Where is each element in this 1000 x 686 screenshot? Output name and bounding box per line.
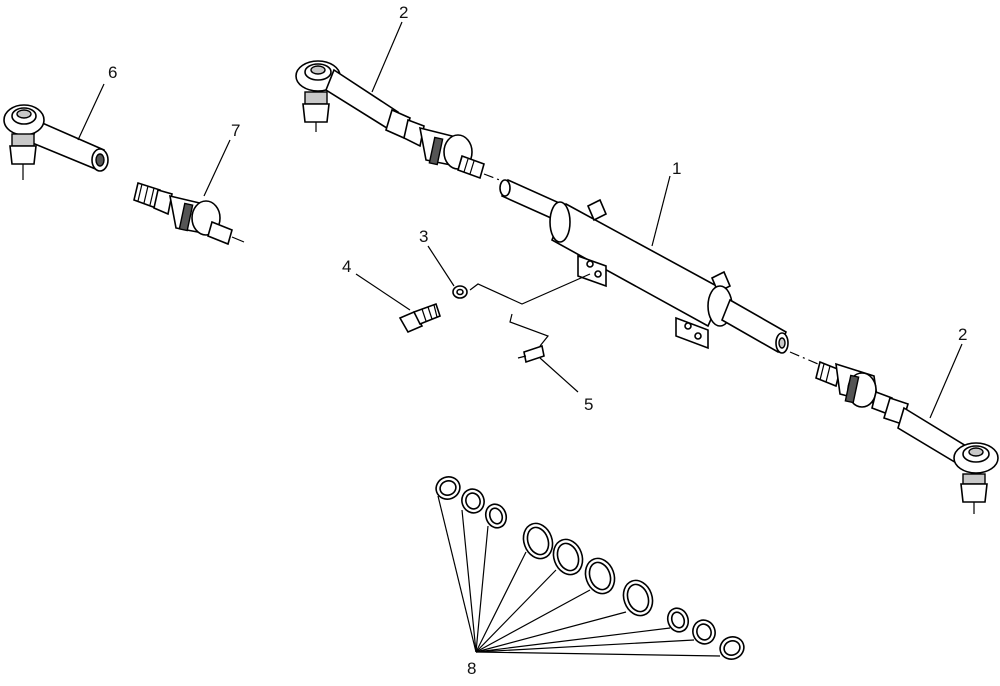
callout-1: 1 xyxy=(672,159,681,178)
callout-5: 5 xyxy=(584,395,593,414)
fastener-axis-line xyxy=(469,273,591,305)
pin-5 xyxy=(517,344,545,364)
leader-lines xyxy=(77,21,963,657)
callout-4: 4 xyxy=(342,257,351,276)
axis-line-lower xyxy=(789,351,819,365)
callout-6: 6 xyxy=(108,63,117,82)
pin-axis-line xyxy=(509,313,549,347)
steering-cylinder-1 xyxy=(499,178,789,354)
callout-7: 7 xyxy=(231,121,240,140)
washer-3 xyxy=(452,285,468,299)
callout-2-lower: 2 xyxy=(958,325,967,344)
callout-8: 8 xyxy=(467,659,476,678)
tie-rod-assembly-2-lower xyxy=(815,360,999,514)
bolt-4 xyxy=(398,302,441,334)
callout-3: 3 xyxy=(419,227,428,246)
tie-rod-end-6 xyxy=(3,104,109,180)
tie-rod-assembly-2-upper xyxy=(295,60,485,180)
callout-2-upper: 2 xyxy=(399,3,408,22)
inner-ball-joint-7 xyxy=(133,181,245,246)
seal-rings-8 xyxy=(435,476,745,660)
